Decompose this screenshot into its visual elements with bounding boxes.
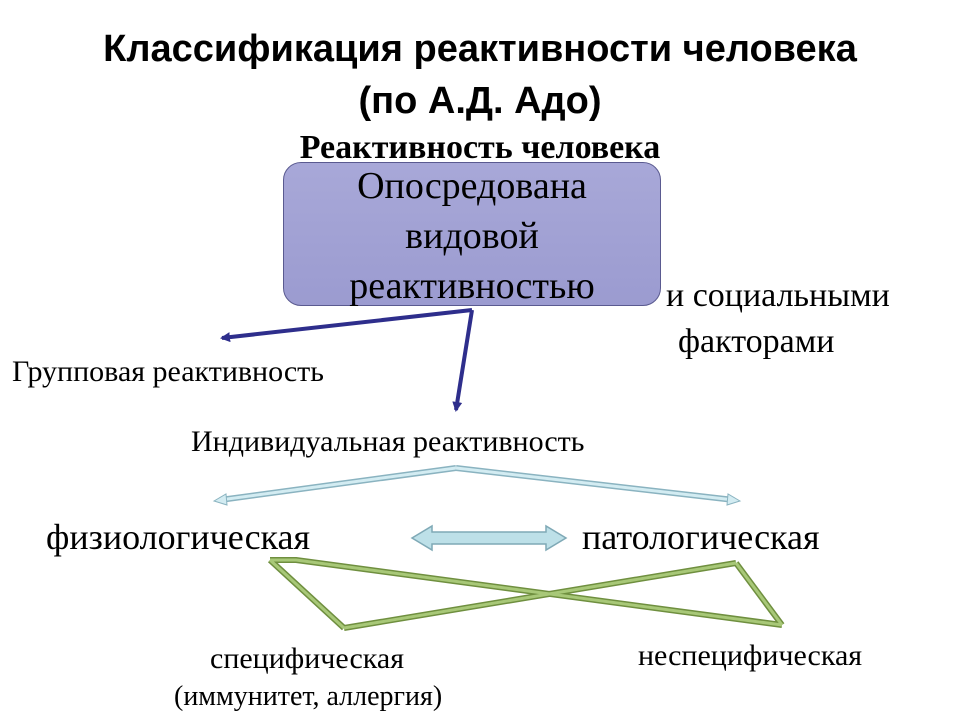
branch-to-pathological [455,465,742,506]
specific-label: специфическая [210,642,404,675]
social-factors-line-1: и социальными [666,277,890,314]
physiological-label: физиологическая [46,517,311,557]
species-reactivity-text: Опосредована видовой реактивностью [283,161,661,311]
species-reactivity-box [283,162,661,306]
box-line-1: Опосредована [357,165,587,207]
individual-reactivity-label: Индивидуальная реактивность [191,425,585,458]
root-node-label: Реактивность человека [299,129,661,166]
nonspecific-label: неспецифическая [638,639,863,672]
social-factors-line-2: факторами [678,323,835,360]
slide-title-line-1: Классификация реактивности человека [103,28,857,70]
green-cross-arrows [267,557,785,631]
box-line-2: видовой [405,215,539,257]
pathological-label: патологическая [582,517,820,557]
arrow-to-individual [452,309,474,412]
box-line-3: реактивностью [349,265,595,307]
arrow-to-group [220,308,473,343]
double-arrow-physio-patho [410,524,568,552]
slide-title-line-2: (по А.Д. Адо) [358,80,602,122]
specific-note: (иммунитет, аллергия) [174,681,443,712]
branch-to-physiological [212,465,457,506]
group-reactivity-label: Групповая реактивность [12,355,324,388]
